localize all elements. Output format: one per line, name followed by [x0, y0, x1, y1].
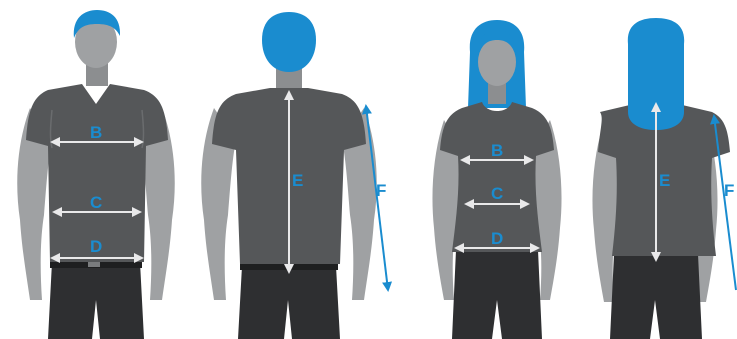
female-back-figure: E F: [592, 18, 736, 339]
female-front-figure: B C D: [432, 20, 561, 339]
label-c: C: [491, 184, 503, 203]
label-e: E: [292, 171, 303, 190]
label-d: D: [90, 237, 102, 256]
label-e: E: [659, 171, 670, 190]
label-b: B: [90, 123, 102, 142]
male-front-figure: B C D: [17, 10, 175, 339]
label-f: F: [724, 181, 734, 200]
male-back-figure: E F: [201, 12, 388, 339]
label-d: D: [491, 229, 503, 248]
label-c: C: [90, 193, 102, 212]
label-f: F: [376, 181, 386, 200]
label-b: B: [491, 141, 503, 160]
hair-icon: [262, 12, 316, 72]
